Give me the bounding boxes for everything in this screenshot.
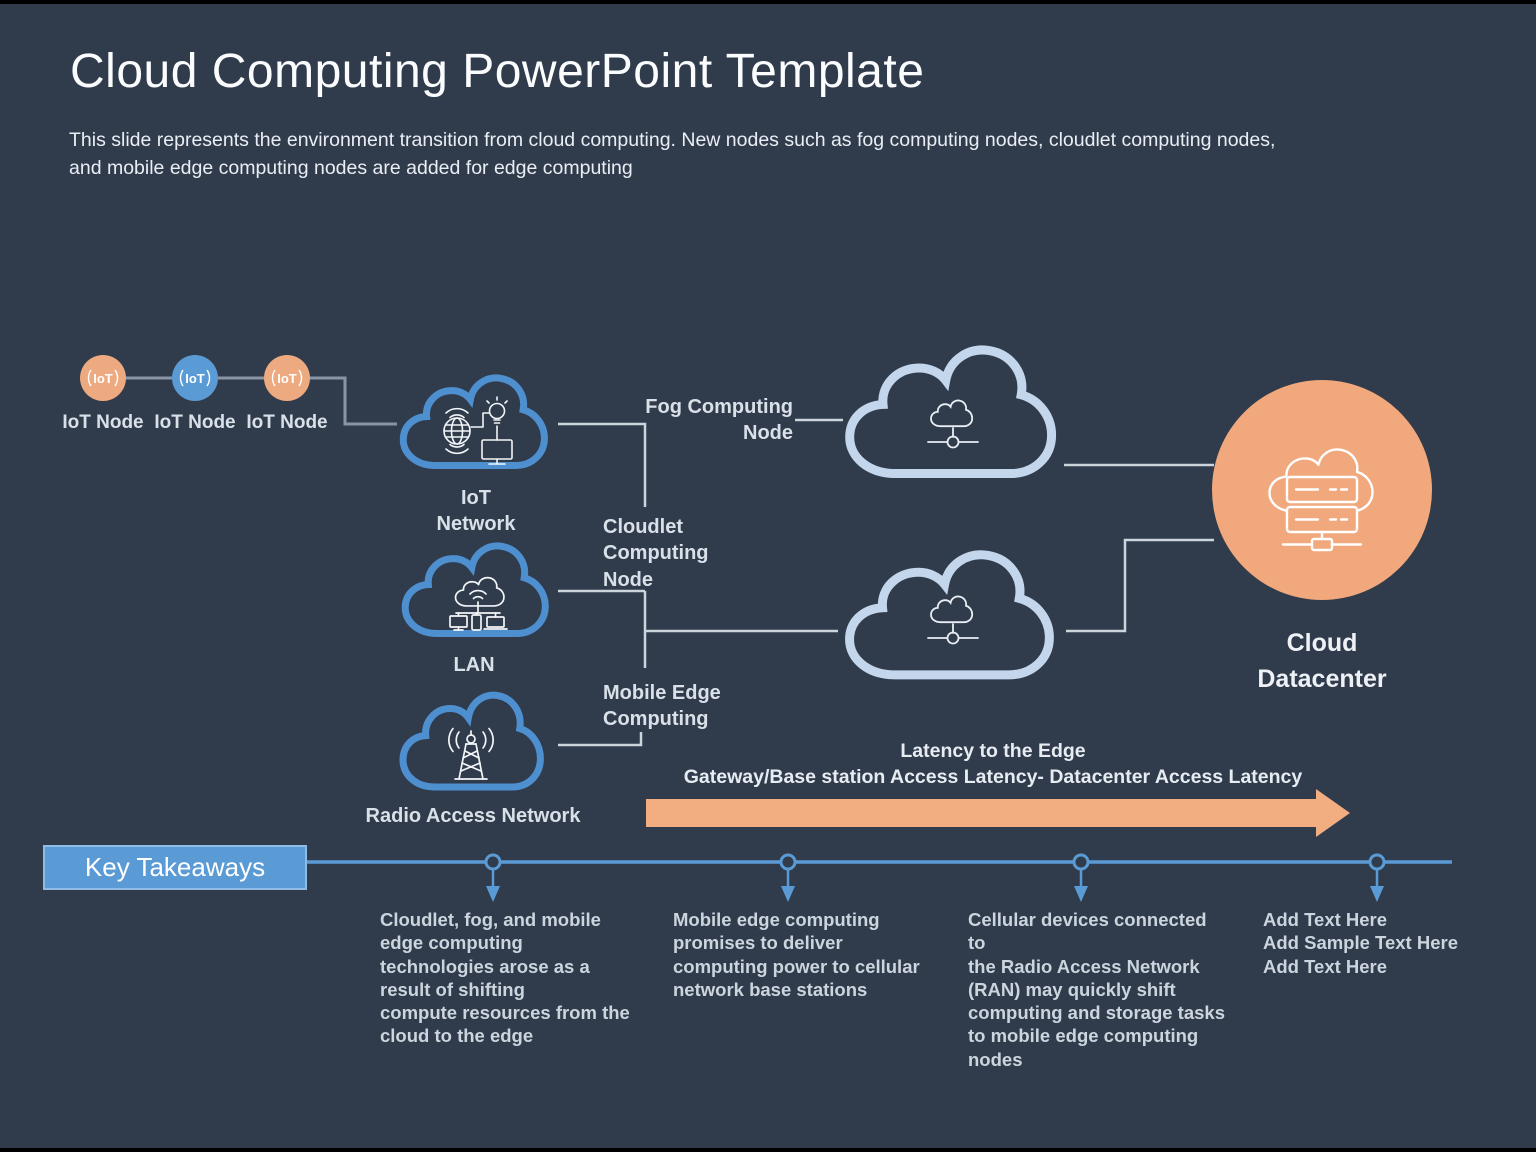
iot-node-3: IoT <box>264 355 310 401</box>
cloud-connectors <box>558 418 1214 747</box>
down-arrow-icon <box>781 886 795 902</box>
iot-node-label-2: IoT Node <box>154 412 236 433</box>
down-arrow-icon <box>1074 886 1088 902</box>
timeline-marker-2 <box>779 853 797 902</box>
iot-network-label: IoT Network <box>436 487 516 536</box>
takeaway-item-4: Add Text Here Add Sample Text Here Add T… <box>1263 909 1458 977</box>
key-takeaways-heading: Key Takeaways <box>84 852 266 882</box>
top-edge-bar <box>0 0 1536 4</box>
slide-description: This slide represents the environment tr… <box>69 129 1276 180</box>
fog-cloud <box>850 350 1052 474</box>
iot-node-1: IoT <box>80 355 126 401</box>
ran-label: Radio Access Network <box>365 805 581 827</box>
fog-node-icon <box>927 400 979 449</box>
takeaways-timeline <box>307 853 1452 902</box>
datacenter-node <box>1212 380 1432 600</box>
edge-node-icon <box>927 596 979 645</box>
latency-line1: Latency to the Edge <box>900 740 1086 762</box>
iot-icon <box>87 369 119 387</box>
takeaway-item-2: Mobile edge computing promises to delive… <box>673 909 920 1000</box>
fog-computing-node-label: Fog Computing Node <box>645 396 793 445</box>
cloud-datacenter-label: Cloud Datacenter <box>1257 629 1387 694</box>
slide-title: Cloud Computing PowerPoint Template <box>70 45 925 98</box>
lan-cloud <box>405 546 545 634</box>
datacenter-icon <box>1268 448 1374 552</box>
lan-icon <box>449 577 508 631</box>
iot-node-2: IoT <box>172 355 218 401</box>
edge-cloud <box>850 555 1050 675</box>
lan-label: LAN <box>453 654 495 676</box>
timeline-marker-4 <box>1368 853 1386 902</box>
bottom-edge-bar <box>0 1148 1536 1152</box>
down-arrow-icon <box>486 886 500 902</box>
takeaway-item-3: Cellular devices connected to the Radio … <box>968 909 1225 1070</box>
takeaway-item-1: Cloudlet, fog, and mobile edge computing… <box>380 909 630 1047</box>
iot-icon-text: IoT <box>185 371 205 386</box>
iot-network-icon <box>443 396 513 465</box>
key-takeaways-banner: Key Takeaways <box>43 845 307 890</box>
timeline-marker-3 <box>1072 853 1090 902</box>
iot-icon <box>271 369 303 387</box>
latency-arrow <box>646 789 1350 837</box>
iot-node-label-3: IoT Node <box>246 412 328 433</box>
cloudlet-computing-node-label: Cloudlet Computing Node <box>603 516 709 591</box>
iot-icon-text: IoT <box>277 371 297 386</box>
iot-node-label-1: IoT Node <box>62 412 144 433</box>
latency-line2: Gateway/Base station Access Latency- Dat… <box>683 766 1303 788</box>
iot-icon-text: IoT <box>93 371 113 386</box>
down-arrow-icon <box>1370 886 1384 902</box>
mobile-edge-computing-label: Mobile Edge Computing <box>603 682 721 731</box>
iot-icon <box>179 369 211 387</box>
iot-node-connectors <box>126 376 397 426</box>
ran-icon <box>448 727 494 780</box>
timeline-marker-1 <box>484 853 502 902</box>
iot-network-cloud <box>403 378 544 466</box>
ran-cloud <box>403 695 540 787</box>
